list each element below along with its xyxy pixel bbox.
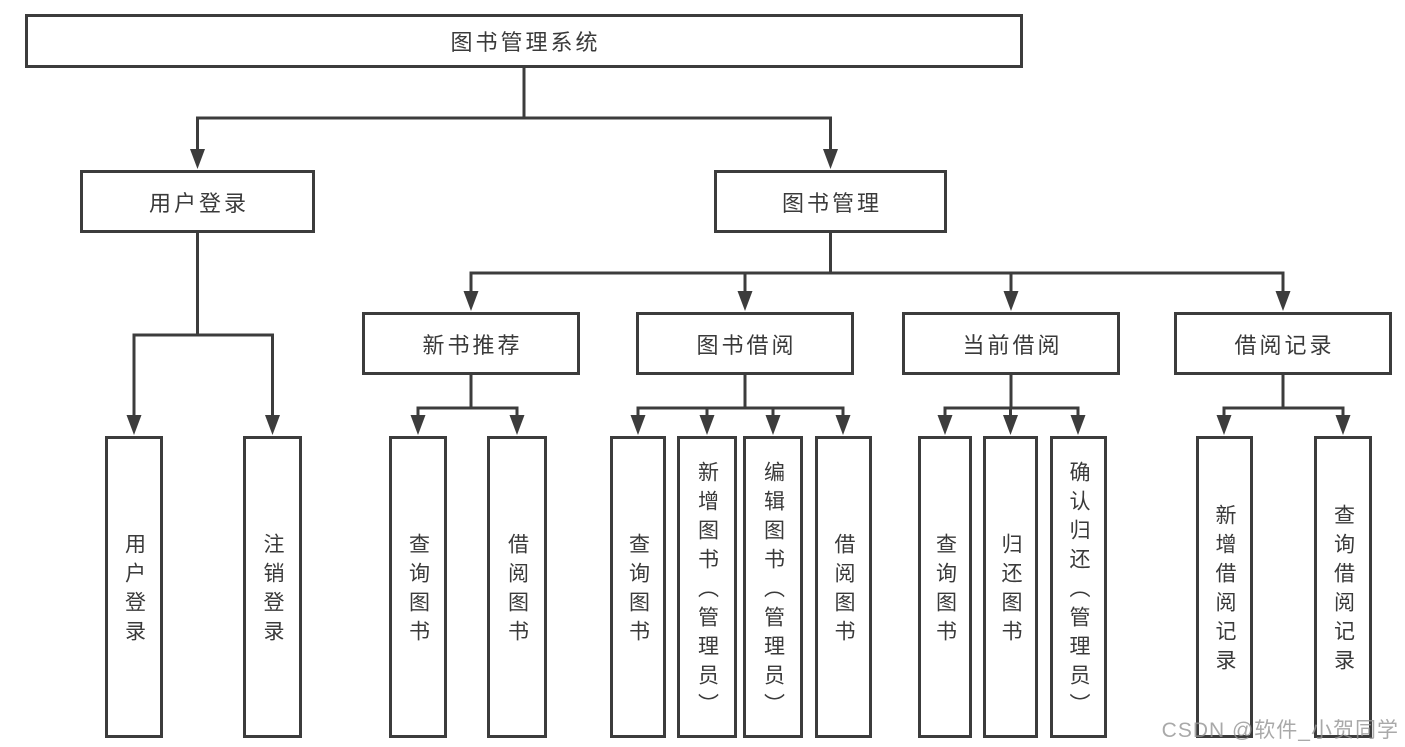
node-new-book-recommend-label: 新书推荐 — [422, 332, 523, 358]
leaf-cb-query-books-label: 查询图书 — [933, 533, 957, 649]
node-borrow-records: 借阅记录 — [1174, 312, 1392, 375]
node-user-login: 用户登录 — [80, 170, 315, 233]
connectors-book-borrow — [636, 373, 845, 419]
leaf-cb-confirm-return-admin: 确认归还（管理员） — [1050, 436, 1107, 738]
leaf-cb-return-books-label: 归还图书 — [999, 533, 1022, 649]
connectors-root — [196, 66, 832, 153]
leaf-bb-add-books-admin-label: 新增图书（管理员） — [695, 460, 719, 722]
connectors-borrow-records — [1222, 373, 1345, 419]
connectors-current-borrow — [943, 373, 1080, 419]
leaf-cb-query-books: 查询图书 — [918, 436, 972, 738]
leaf-br-query-record-label: 查询借阅记录 — [1331, 504, 1355, 678]
connectors-user-login — [132, 231, 274, 419]
leaf-user-login: 用户登录 — [105, 436, 163, 738]
node-book-borrow: 图书借阅 — [636, 312, 854, 375]
leaf-user-login-label: 用户登录 — [122, 533, 146, 649]
leaf-bb-query-books-label: 查询图书 — [626, 533, 650, 649]
arrowheads — [126, 149, 1351, 435]
node-current-borrow: 当前借阅 — [902, 312, 1120, 375]
node-borrow-records-label: 借阅记录 — [1234, 332, 1335, 358]
node-root-label: 图书管理系统 — [450, 30, 601, 55]
leaf-br-add-record: 新增借阅记录 — [1196, 436, 1253, 738]
leaf-bb-query-books: 查询图书 — [610, 436, 666, 738]
leaf-nbr-borrow-books: 借阅图书 — [487, 436, 547, 738]
leaf-bb-edit-books-admin: 编辑图书（管理员） — [743, 436, 803, 738]
csdn-watermark: CSDN @软件_小贺同学 — [1161, 719, 1399, 742]
leaf-br-add-record-label: 新增借阅记录 — [1213, 504, 1236, 678]
leaf-bb-borrow-books: 借阅图书 — [815, 436, 872, 738]
leaf-nbr-query-books-label: 查询图书 — [406, 533, 430, 649]
node-user-login-label: 用户登录 — [148, 190, 249, 216]
node-current-borrow-label: 当前借阅 — [962, 332, 1063, 358]
leaf-cb-confirm-return-admin-label: 确认归还（管理员） — [1067, 460, 1090, 722]
leaf-nbr-query-books: 查询图书 — [389, 436, 447, 738]
connectors-book-management — [469, 231, 1285, 295]
node-book-borrow-label: 图书借阅 — [696, 332, 797, 358]
leaf-nbr-borrow-books-label: 借阅图书 — [505, 533, 529, 649]
leaf-bb-borrow-books-label: 借阅图书 — [832, 533, 855, 649]
leaf-br-query-record: 查询借阅记录 — [1314, 436, 1372, 738]
leaf-bb-edit-books-admin-label: 编辑图书（管理员） — [761, 460, 785, 722]
node-book-management: 图书管理 — [714, 170, 947, 233]
node-new-book-recommend: 新书推荐 — [362, 312, 580, 375]
node-book-management-label: 图书管理 — [781, 190, 882, 216]
leaf-cb-return-books: 归还图书 — [983, 436, 1038, 738]
connectors-new-book-recommend — [416, 373, 519, 419]
leaf-logout-label: 注销登录 — [261, 533, 284, 649]
node-root: 图书管理系统 — [25, 14, 1023, 68]
leaf-logout: 注销登录 — [243, 436, 302, 738]
leaf-bb-add-books-admin: 新增图书（管理员） — [677, 436, 737, 738]
